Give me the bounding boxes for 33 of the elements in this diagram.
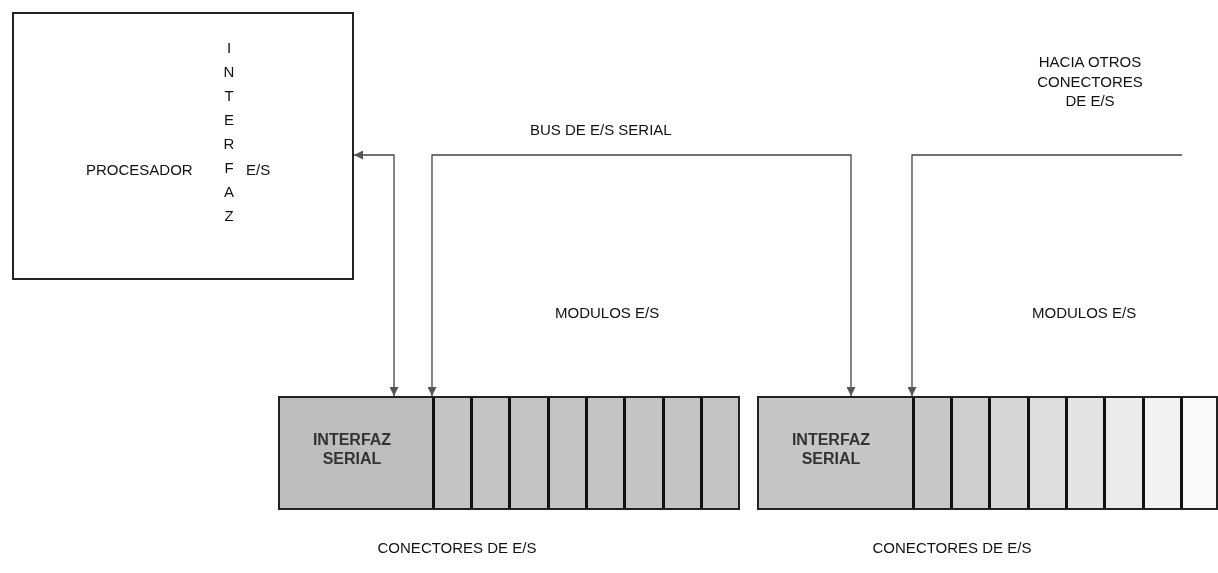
io-module-slot — [470, 398, 508, 508]
interface-label: INTERFAZ SERIAL — [311, 430, 393, 469]
io-module-slot — [912, 398, 950, 508]
bus-label: BUS DE E/S SERIAL — [530, 121, 672, 138]
io-module-slot — [662, 398, 700, 508]
destination-note: HACIA OTROS CONECTORES DE E/S — [1036, 52, 1144, 111]
bus-arrow — [427, 154, 856, 397]
interface-module — [759, 398, 912, 508]
vertical-interface-label: INTERFAZ — [223, 38, 235, 226]
modules-caption: MODULOS E/S — [555, 304, 660, 321]
bus-arrow — [907, 154, 1183, 397]
interface-module — [280, 398, 432, 508]
io-module-slot — [1065, 398, 1103, 508]
modules-caption: MODULOS E/S — [1032, 304, 1137, 321]
io-module-slot — [700, 398, 738, 508]
io-module-slot — [1142, 398, 1180, 508]
processor-label: PROCESADOR — [86, 161, 193, 178]
io-module-slot — [432, 398, 470, 508]
io-label: E/S — [246, 161, 271, 178]
io-module-slot — [1103, 398, 1142, 508]
io-module-slot — [988, 398, 1027, 508]
interface-label: INTERFAZ SERIAL — [790, 430, 872, 469]
io-module-slot — [623, 398, 662, 508]
io-module-slot — [1027, 398, 1065, 508]
processor-box — [12, 12, 354, 280]
io-module-slot — [950, 398, 988, 508]
connectors-caption: CONECTORES DE E/S — [872, 539, 1032, 556]
connectors-caption: CONECTORES DE E/S — [377, 539, 537, 556]
io-module-slot — [1180, 398, 1216, 508]
io-module-slot — [585, 398, 623, 508]
bus-arrow — [353, 150, 399, 397]
io-module-slot — [547, 398, 585, 508]
io-module-slot — [508, 398, 547, 508]
